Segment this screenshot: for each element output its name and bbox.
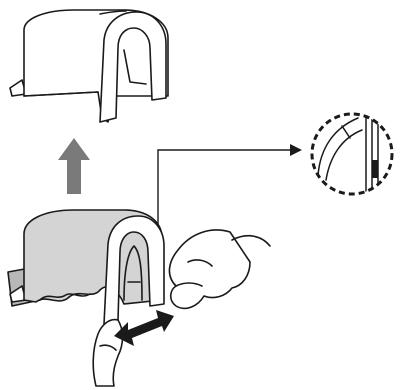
cover-front-rim-lower	[103, 215, 165, 325]
left-hand-finger-line	[99, 344, 117, 351]
film-peeled-edge	[39, 293, 91, 301]
right-hand-finger-line	[175, 282, 203, 287]
detail-circle-dashed-border	[310, 112, 394, 196]
up-arrow-icon	[58, 138, 90, 194]
cover-inner-arch-lower	[123, 245, 143, 301]
cover-front-rim	[99, 11, 167, 123]
detail-notch	[341, 125, 351, 139]
right-hand-wrist	[231, 234, 271, 247]
callout-leader	[157, 149, 292, 258]
lift-up-arrow	[58, 138, 90, 194]
detail-film-strip	[372, 160, 378, 178]
double-arrow-icon	[114, 310, 174, 346]
detail-callout-circle	[310, 112, 394, 196]
cover-top-crease	[99, 10, 127, 15]
left-hand	[92, 318, 124, 387]
callout-arrow-icon	[290, 144, 302, 156]
detail-arch-inner	[325, 129, 363, 181]
removal-step-illustration	[7, 209, 271, 387]
detail-arch-outer	[317, 117, 359, 177]
cover-base-line	[23, 91, 99, 97]
right-hand-thumb-line	[187, 259, 213, 267]
callout-line	[157, 149, 292, 258]
pull-double-arrow	[114, 310, 174, 346]
right-hand	[168, 229, 251, 310]
cover-part-illustration	[9, 9, 169, 123]
cover-inner-ledge	[123, 49, 147, 85]
